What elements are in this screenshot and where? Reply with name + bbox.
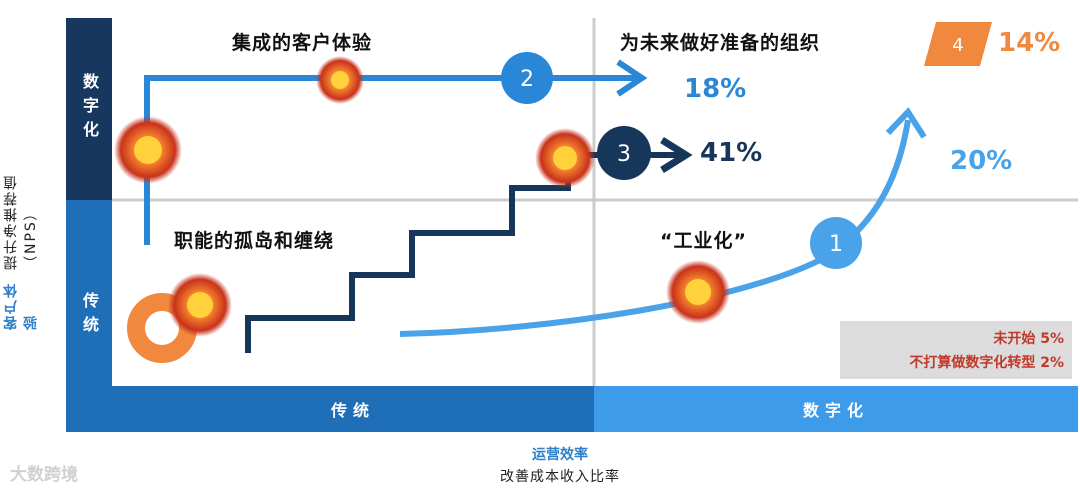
quadrant-title-bottom-left: 职能的孤岛和缠绕 [174, 230, 335, 252]
row-label-digital: 数字化 [66, 18, 112, 200]
column-label-digital: 数字化 [594, 386, 1078, 432]
path-3-badge [597, 126, 651, 180]
path-2-number: 2 [520, 67, 534, 92]
path-4-number: 4 [952, 35, 963, 56]
quadrant-title-bottom-right: “工业化” [660, 230, 747, 252]
legend-no-plan: 不打算做数字化转型 2% [909, 355, 1064, 371]
path-2-arrow [144, 59, 648, 245]
row-band: 数字化 传统 [66, 18, 112, 432]
path-4-percent: 14% [998, 28, 1061, 58]
path-1-number: 1 [829, 232, 843, 257]
quadrant-title-top-right: 为未来做好准备的组织 [620, 32, 821, 54]
x-axis-title: 运营效率 [532, 447, 588, 463]
x-axis-subtitle: 改善成本收入比率 [500, 469, 620, 485]
path-2-badge [501, 52, 553, 104]
burst-icon [316, 56, 364, 104]
watermark-logo: 大数跨境 [10, 460, 78, 485]
path-3-number: 3 [617, 142, 631, 167]
path-1-curve [399, 107, 927, 337]
row-label-traditional: 传统 [66, 200, 112, 432]
burst-icon [666, 260, 730, 324]
path-3-percent: 41% [700, 138, 763, 168]
legend-not-started: 未开始 5% [993, 331, 1064, 347]
path-4-badge [924, 22, 992, 66]
path-2-percent: 18% [684, 74, 747, 104]
path-1-percent: 20% [950, 146, 1013, 176]
burst-icon [168, 273, 232, 337]
burst-icon [114, 116, 182, 184]
burst-icon [535, 128, 595, 188]
path-1-badge [810, 217, 862, 269]
column-label-traditional: 传统 [112, 386, 594, 432]
not-transforming-legend: 未开始 5% 不打算做数字化转型 2% [840, 321, 1072, 379]
quadrant-title-top-left: 集成的客户体验 [232, 32, 373, 54]
watermark-text: 大数跨境 [10, 465, 78, 485]
